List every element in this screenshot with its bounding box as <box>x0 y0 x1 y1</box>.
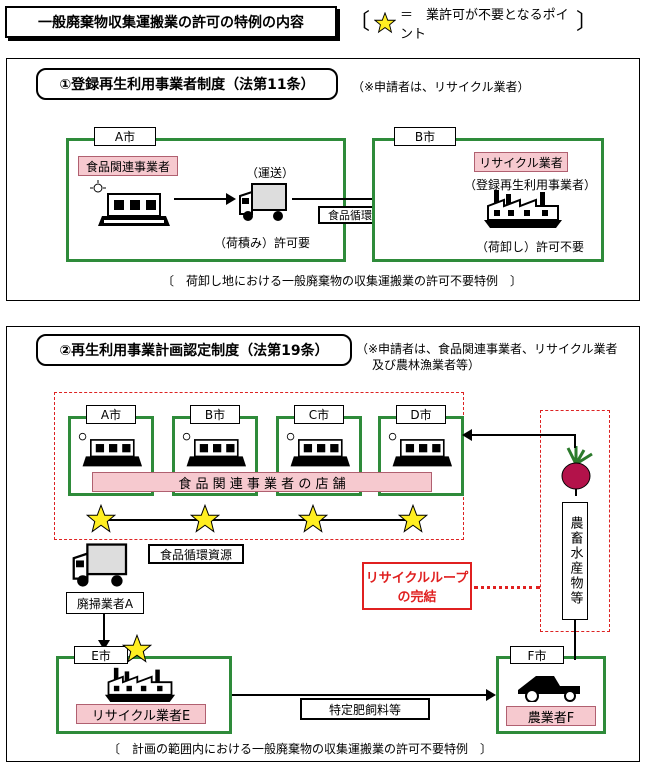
section2-panel <box>6 326 640 762</box>
farmer-f-label: 農業者F <box>506 706 596 726</box>
shop-icon <box>282 430 352 468</box>
city-f-tab: F市 <box>510 646 564 664</box>
produce-down-line <box>574 620 576 660</box>
city-b-tab: B市 <box>394 127 456 146</box>
section2-heading: ②再生利用事業計画認定制度（法第19条） <box>36 334 352 366</box>
shop-icon <box>178 430 248 468</box>
arrow-head-icon <box>462 429 472 441</box>
fertilizer-label: 特定肥飼料等 <box>300 698 430 720</box>
loop-line2: の完結 <box>397 590 437 605</box>
loop-box: リサイクルループ の完結 <box>362 562 472 610</box>
section2-footer-text: 計画の範囲内における一般廃棄物の収集運搬業の許可不要特例 <box>132 742 469 756</box>
section2-footer: 〔 計画の範囲内における一般廃棄物の収集運搬業の許可不要特例 〕 <box>108 742 493 756</box>
produce-text: 農畜水産物等 <box>567 516 583 606</box>
produce-arrow-vertical <box>574 434 576 448</box>
shop-icon <box>90 180 170 230</box>
city-e-tab: E市 <box>74 646 128 664</box>
arrow-shaft <box>174 198 230 200</box>
fertilizer-arrow-shaft <box>232 694 488 696</box>
truck-icon <box>70 540 132 590</box>
loop-line1: リサイクルループ <box>365 571 469 586</box>
page-title: 一般廃棄物収集運搬業の許可の特例の内容 <box>5 6 337 38</box>
section1-panel <box>6 58 640 301</box>
section2-note-line2: 及び農林漁業者等） <box>372 358 481 372</box>
produce-label: 農畜水産物等 <box>562 502 588 620</box>
turnip-icon <box>554 446 598 496</box>
arrow-head-icon <box>486 689 496 701</box>
star-icon <box>398 504 428 534</box>
loop-dotted-link <box>474 586 540 589</box>
arrow-head-icon <box>98 640 110 650</box>
shop-icon <box>384 430 454 468</box>
produce-arrow-horizontal <box>472 434 576 436</box>
city-tab-b: B市 <box>190 405 240 424</box>
transport-label: （運送） <box>246 166 295 180</box>
unloading-label: （荷卸し）許可不要 <box>476 240 585 254</box>
legend: 〔 ＝ 業許可が不要となるポイント 〕 <box>348 8 598 42</box>
produce-link-line <box>574 656 576 660</box>
recycler-e-label: リサイクル業者E <box>76 704 206 724</box>
section1-note: （※申請者は、リサイクル業者） <box>352 80 530 94</box>
inter-city-arrow-shaft <box>292 198 412 200</box>
star-icon <box>298 504 328 534</box>
city-a-tab: A市 <box>94 127 156 146</box>
arrow-head-icon <box>226 193 236 205</box>
loading-label: （荷積み）許可要 <box>214 236 311 250</box>
section1-footer: 〔 荷卸し地における一般廃棄物の収集運搬業の許可不要特例 〕 <box>162 274 523 288</box>
star-icon <box>374 12 397 34</box>
tractor-icon <box>514 668 584 702</box>
star-icon <box>86 504 116 534</box>
waste-hauler-label: 廃掃業者A <box>66 592 144 614</box>
collection-route-line <box>100 519 416 521</box>
registered-label: （登録再生利用事業者） <box>464 178 597 192</box>
legend-left-bracket: 〔 <box>348 10 371 35</box>
section1-heading: ①登録再生利用事業者制度（法第11条） <box>36 68 338 100</box>
resource-label-2: 食品循環資源 <box>148 544 244 564</box>
city-tab-a: A市 <box>86 405 136 424</box>
legend-text: ＝ 業許可が不要となるポイント <box>400 8 569 42</box>
star-icon <box>122 634 152 664</box>
section1-footer-text: 荷卸し地における一般廃棄物の収集運搬業の許可不要特例 <box>186 274 499 288</box>
city-tab-d: D市 <box>396 405 446 424</box>
down-arrow-shaft <box>103 614 105 644</box>
food-business-label: 食品関連事業者 <box>78 156 178 176</box>
legend-right-bracket: 〕 <box>575 10 598 35</box>
section2-note-line1: （※申請者は、食品関連事業者、リサイクル業者 <box>356 342 618 356</box>
city-tab-c: C市 <box>294 405 344 424</box>
truck-icon <box>238 180 290 224</box>
stores-label: 食 品 関 連 事 業 者 の 店 舗 <box>92 472 432 492</box>
recycler-label: リサイクル業者 <box>474 152 568 172</box>
factory-icon <box>104 666 176 702</box>
factory-icon <box>484 188 562 228</box>
star-icon <box>190 504 220 534</box>
shop-icon <box>74 430 144 468</box>
